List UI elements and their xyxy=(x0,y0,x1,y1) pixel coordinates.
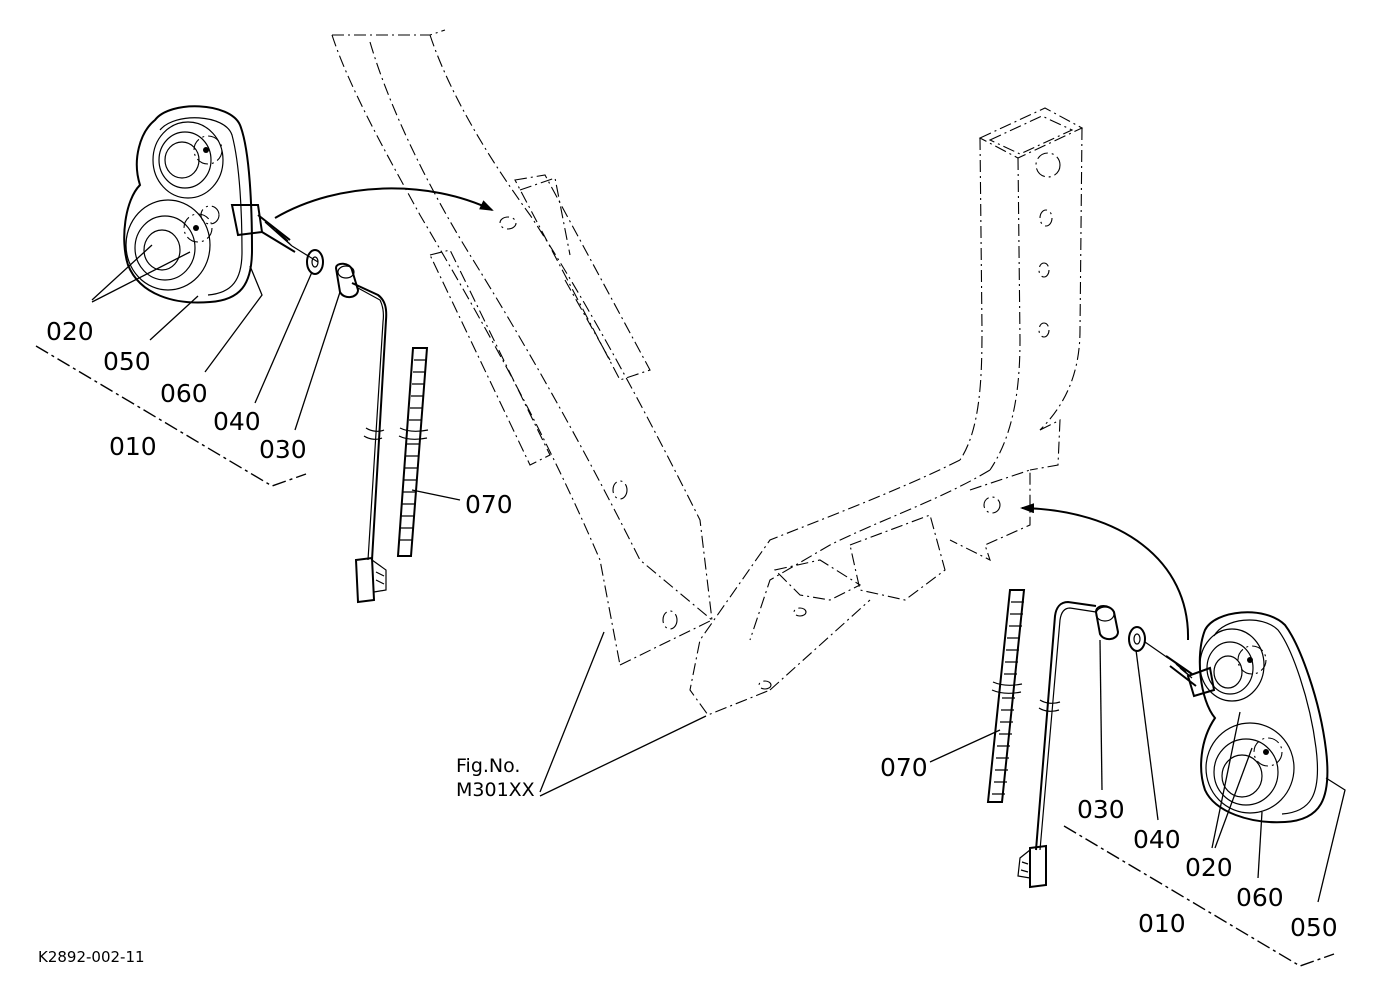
right-label-040: 040 xyxy=(1133,825,1181,854)
left-wire-harness xyxy=(351,282,388,561)
left-lamp-assembly: 020 050 060 040 030 010 070 xyxy=(35,105,513,604)
right-washer-040 xyxy=(1128,626,1146,652)
fig-no-value: M301XX xyxy=(456,779,535,801)
right-label-060: 060 xyxy=(1236,883,1284,912)
left-washer-040 xyxy=(306,249,324,275)
right-lower-lens xyxy=(1205,722,1295,814)
right-install-arrow xyxy=(1020,503,1190,641)
right-upper-lens xyxy=(1199,628,1265,702)
left-nut-030 xyxy=(334,262,360,298)
left-label-020: 020 xyxy=(46,317,94,346)
left-corrugated-tube-070 xyxy=(396,347,429,557)
right-nut-030 xyxy=(1094,605,1120,640)
right-wire-harness xyxy=(1035,600,1097,851)
left-upper-lens xyxy=(152,121,224,199)
left-label-050: 050 xyxy=(103,347,151,376)
right-label-010: 010 xyxy=(1138,909,1186,938)
right-lamp-housing xyxy=(1198,611,1329,824)
left-lamp-housing xyxy=(123,105,254,304)
right-label-070: 070 xyxy=(880,753,928,782)
right-label-030: 030 xyxy=(1077,795,1125,824)
left-label-030: 030 xyxy=(259,435,307,464)
fig-no-label: Fig.No. xyxy=(456,755,520,777)
right-label-050: 050 xyxy=(1290,913,1338,942)
left-label-040: 040 xyxy=(213,407,261,436)
right-lamp-assembly: 070 030 040 020 060 010 050 xyxy=(880,503,1346,967)
left-label-060: 060 xyxy=(160,379,208,408)
right-corrugated-tube-070 xyxy=(986,589,1026,803)
fender-stay-ghost xyxy=(331,29,713,666)
main-bracket-ghost xyxy=(689,107,1084,716)
figure-reference: Fig.No. M301XX xyxy=(456,631,707,801)
left-install-arrow xyxy=(274,187,494,219)
left-label-070: 070 xyxy=(465,490,513,519)
drawing-code: K2892-002-11 xyxy=(38,948,145,966)
left-lower-lens xyxy=(125,199,211,291)
right-label-020: 020 xyxy=(1185,853,1233,882)
left-label-010: 010 xyxy=(109,432,157,461)
